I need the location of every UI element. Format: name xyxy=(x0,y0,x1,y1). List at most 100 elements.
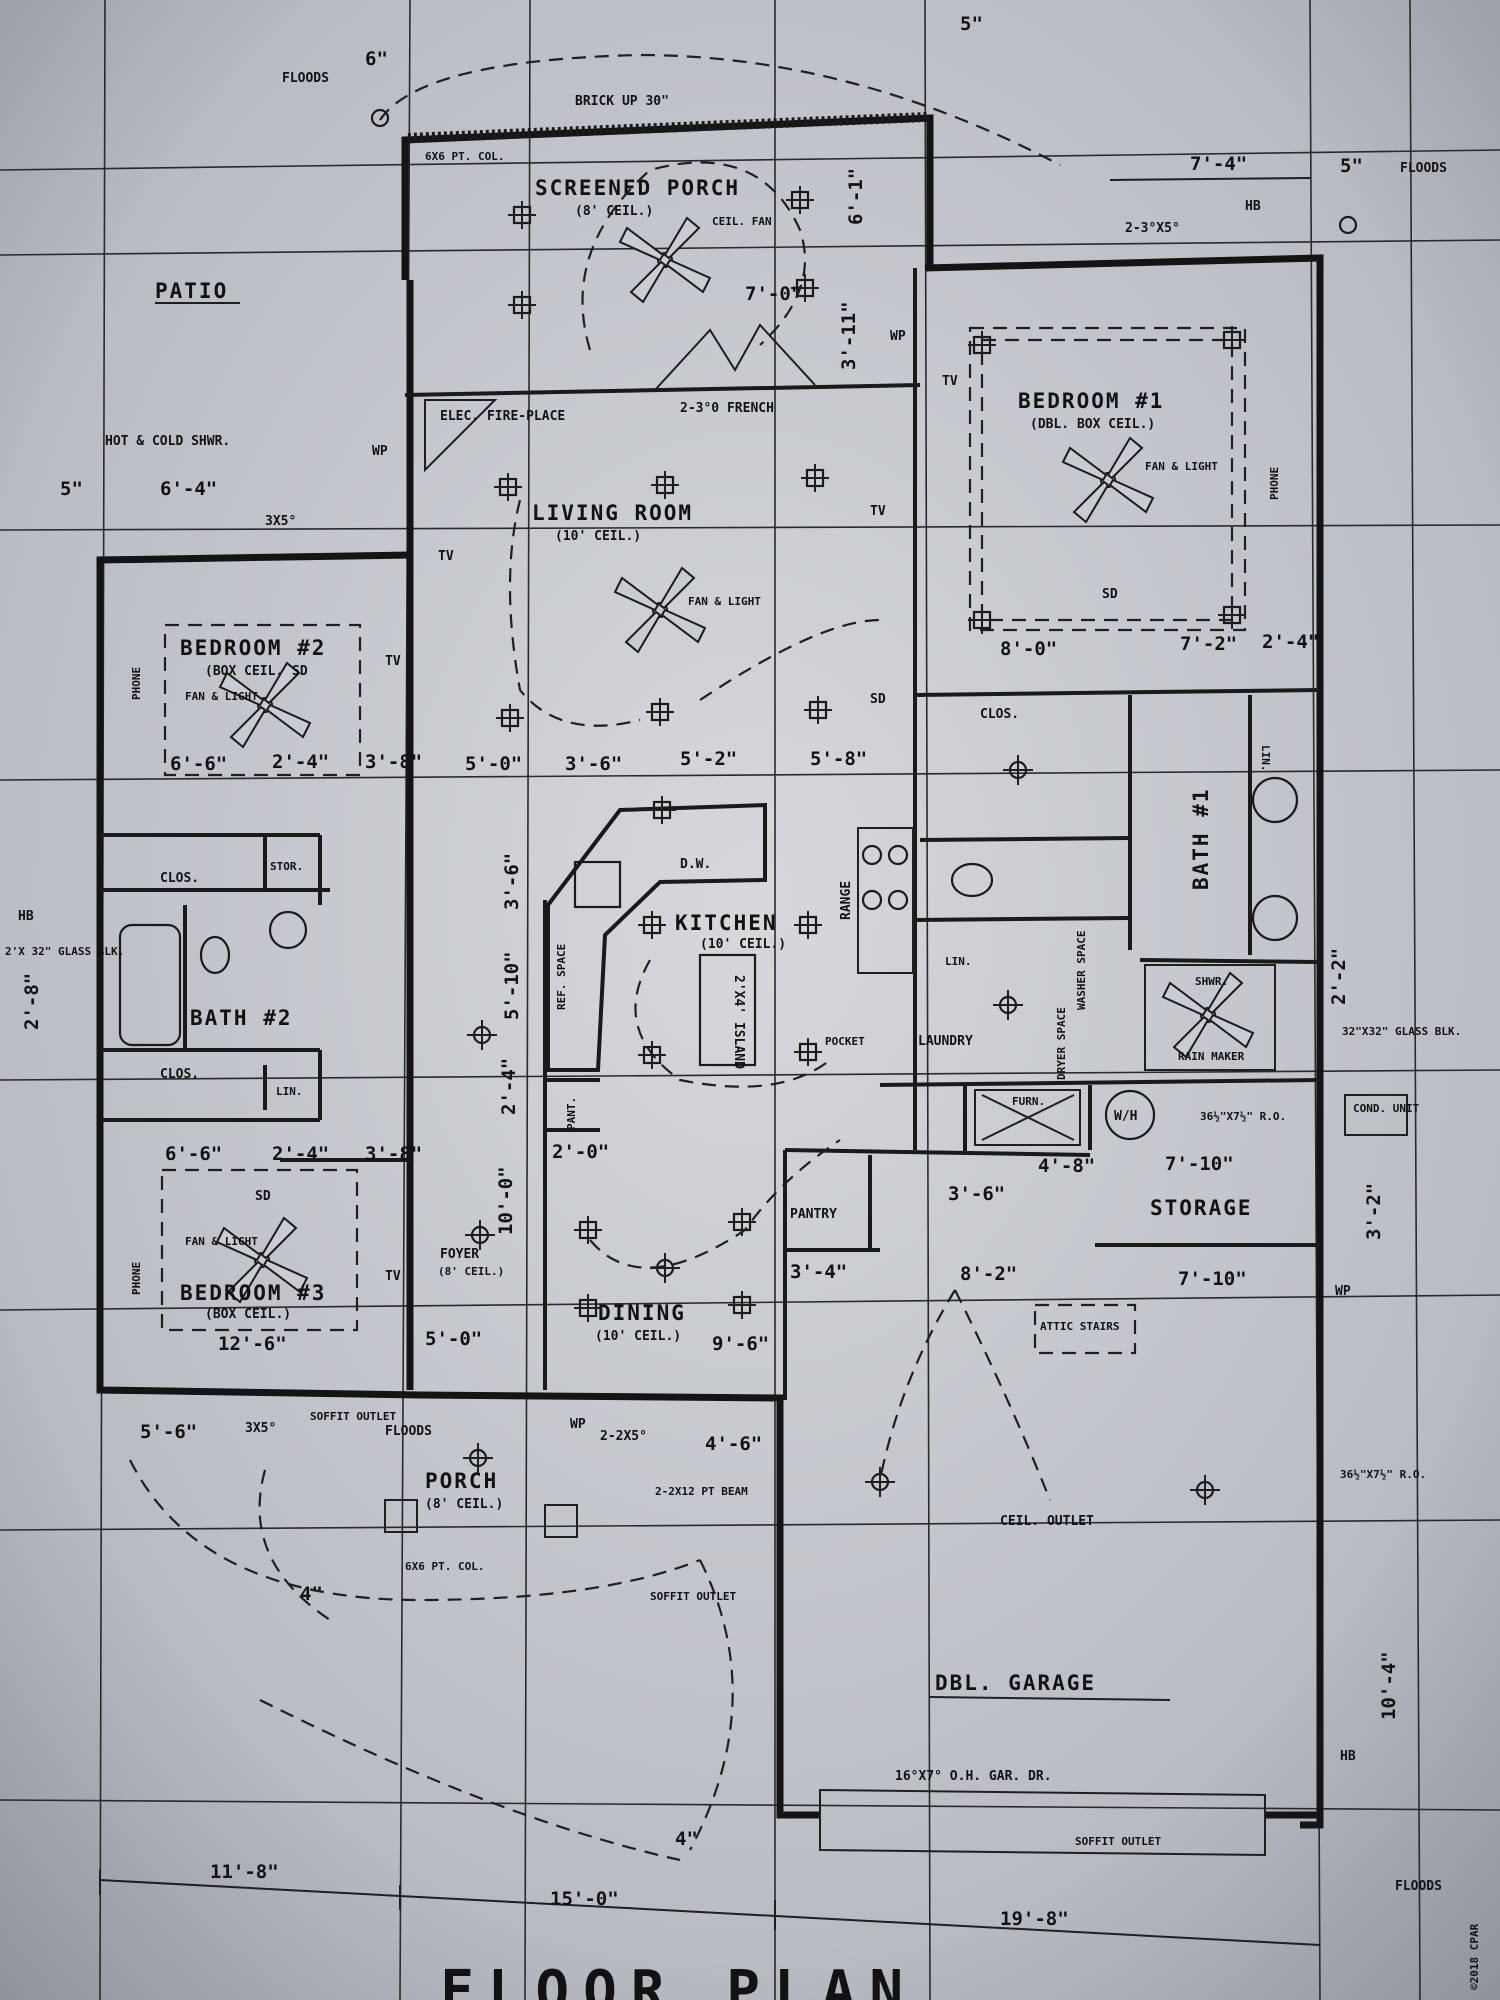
porch-switch-leg xyxy=(581,161,807,351)
wp-porch: WP xyxy=(890,329,906,344)
dim-3-8: 3'-8" xyxy=(365,751,422,773)
shower-label: SHWR. xyxy=(1195,975,1228,988)
rain-maker-label: RAIN MAKER xyxy=(1178,1050,1245,1063)
dim-4-6: 4'-6" xyxy=(705,1433,762,1455)
living-switch-leg xyxy=(508,499,641,727)
dim-7-0: 7'-0" xyxy=(745,283,802,305)
floods-label-left: FLOODS xyxy=(385,1424,432,1439)
dim-6-6: 6'-6" xyxy=(170,753,227,775)
dim-8-2: 8'-2" xyxy=(960,1263,1017,1285)
condenser-unit xyxy=(1344,1094,1408,1136)
dim-2-2: 2'-2" xyxy=(1328,948,1350,1005)
rough-opening-2: 36½"X7½" R.O. xyxy=(1340,1468,1426,1481)
bedroom-1-label: BEDROOM #1 xyxy=(1018,389,1164,413)
pant-label: PANT. xyxy=(565,1097,578,1130)
floods-label-right: FLOODS xyxy=(1395,1879,1442,1894)
living-room-ceiling: (10' CEIL.) xyxy=(555,529,641,544)
living-room: LIVING ROOM (10' CEIL.) FAN & LIGHT ELEC… xyxy=(424,399,886,775)
toilet-2 xyxy=(199,935,231,975)
pantry-label: PANTRY xyxy=(790,1207,837,1222)
storage-small-label: STOR. xyxy=(270,860,303,873)
bedroom-2-label: BEDROOM #2 xyxy=(180,636,326,660)
dim-2-4-d: 2'-4" xyxy=(272,1143,329,1165)
porch-label: PORCH xyxy=(425,1469,498,1493)
foyer-dining: FOYER (8' CEIL.) 5'-0" DINING (10' CEIL.… xyxy=(425,1018,841,1355)
window-3x5-bottom: 3X5° xyxy=(245,1421,276,1436)
floods-arc-bottom xyxy=(259,1699,681,1862)
screened-porch-ceiling: (8' CEIL.) xyxy=(575,204,653,219)
hb-left: HB xyxy=(18,909,34,924)
dim-5-10: 5'-10" xyxy=(501,951,523,1020)
brick-up-note: BRICK UP 30" xyxy=(575,94,669,109)
dim-11-8: 11'-8" xyxy=(210,1861,279,1883)
hb-right: HB xyxy=(1340,1749,1356,1764)
garage-arc-2 xyxy=(954,1289,1052,1501)
closet-1-label: CLOS. xyxy=(980,707,1019,722)
pocket-door-label: POCKET xyxy=(825,1035,865,1048)
dim-8-0: 8'-0" xyxy=(1000,638,1057,660)
front-porch: FLOODS FLOODS PORCH (8' CEIL.) 6X6 PT. C… xyxy=(129,1410,1442,1894)
wp-garage: WP xyxy=(1335,1284,1351,1299)
wp-front: WP xyxy=(570,1417,586,1432)
dim-3-11: 3'-11" xyxy=(838,301,860,370)
shower xyxy=(1144,964,1276,1071)
sink-1b xyxy=(1251,894,1299,942)
dim-2-0: 2'-0" xyxy=(552,1141,609,1163)
soffit-outlet-3: SOFFIT OUTLET xyxy=(1075,1835,1161,1848)
tv-bedroom-1: TV xyxy=(942,374,958,389)
living-fan-note: FAN & LIGHT xyxy=(688,595,761,608)
kitchen-island xyxy=(698,953,757,1067)
patio-label: PATIO xyxy=(155,279,228,303)
attic-stairs-box xyxy=(1033,1303,1137,1355)
top-annotations: FLOODS FLOODS 6" 5" 7'-4" 5" 2-3°X5° xyxy=(282,13,1447,236)
pantry-storage: PANTRY STORAGE 3'-2" 3'-4" 8'-2" 7'-10" xyxy=(790,1183,1385,1290)
dim-3-2: 3'-2" xyxy=(1363,1183,1385,1240)
porch-column-1 xyxy=(384,1499,418,1533)
dim-10-4: 10'-4" xyxy=(1378,1651,1400,1720)
dim-5in-c: 5" xyxy=(60,478,83,500)
glass-block-right: 32"X32" GLASS BLK. xyxy=(1342,1025,1461,1038)
dim-6-4: 6'-4" xyxy=(160,478,217,500)
dim-3-8-b: 3'-8" xyxy=(365,1143,422,1165)
toilet-1 xyxy=(950,862,994,898)
fireplace xyxy=(424,399,498,473)
sink-2 xyxy=(268,910,308,950)
tv-bedroom-2: TV xyxy=(385,654,401,669)
bedroom-3: FAN & LIGHT BEDROOM #3 (BOX CEIL.) SD TV… xyxy=(130,1143,422,1355)
living-switch-leg-2 xyxy=(699,618,881,701)
bedroom-1: BEDROOM #1 (DBL. BOX CEIL.) FAN & LIGHT … xyxy=(942,199,1319,660)
dim-5-6: 5'-6" xyxy=(140,1421,197,1443)
dim-3-4: 3'-4" xyxy=(790,1261,847,1283)
french-door-label: 2-3°0 FRENCH xyxy=(680,401,774,416)
dim-9-6: 9'-6" xyxy=(712,1333,769,1355)
attic-stairs-label: ATTIC STAIRS xyxy=(1040,1320,1119,1333)
dim-7-2: 7'-2" xyxy=(1180,633,1237,655)
glass-block-left: 2'X 32" GLASS BLK. xyxy=(5,945,124,958)
soffit-outlet-2: SOFFIT OUTLET xyxy=(650,1590,736,1603)
floods-arc xyxy=(379,53,1061,166)
interior-walls xyxy=(100,268,1321,1400)
dim-4in-b: 4" xyxy=(675,1828,698,1850)
linen-2-label: LIN. xyxy=(276,1085,303,1098)
dim-15-0: 15'-0" xyxy=(550,1888,619,1910)
hot-cold-note: HOT & COLD SHWR. xyxy=(105,434,230,449)
porch-arc-3 xyxy=(689,1559,734,1851)
bath-2-area: CLOS. STOR. BATH #2 CLOS. LIN. HB 2'X 32… xyxy=(5,860,308,1098)
bath-2-label: BATH #2 xyxy=(190,1006,293,1030)
dim-5-0: 5'-0" xyxy=(465,753,522,775)
dim-5in-b: 5" xyxy=(1340,155,1363,177)
bedroom-2-fan-note: FAN & LIGHT xyxy=(185,690,258,703)
beam-note: 2-2X12 PT BEAM xyxy=(655,1485,748,1498)
porch-ceiling: (8' CEIL.) xyxy=(425,1497,503,1512)
dim-2-4-c: 2'-4" xyxy=(498,1058,520,1115)
bedroom-3-label: BEDROOM #3 xyxy=(180,1281,326,1305)
dim-5-2: 5'-2" xyxy=(680,748,737,770)
laundry-label: LAUNDRY xyxy=(918,1034,973,1049)
bath-1-label: BATH #1 xyxy=(1189,787,1213,890)
floods-label-top-left: FLOODS xyxy=(282,71,329,86)
garage-arc-1 xyxy=(878,1289,956,1481)
floods-label-top-right: FLOODS xyxy=(1400,161,1447,176)
sink-1a xyxy=(1251,776,1299,824)
bath-1-area: CLOS. LIN. BATH #1 SHWR. RAIN MAKER LIN.… xyxy=(945,707,1461,1071)
